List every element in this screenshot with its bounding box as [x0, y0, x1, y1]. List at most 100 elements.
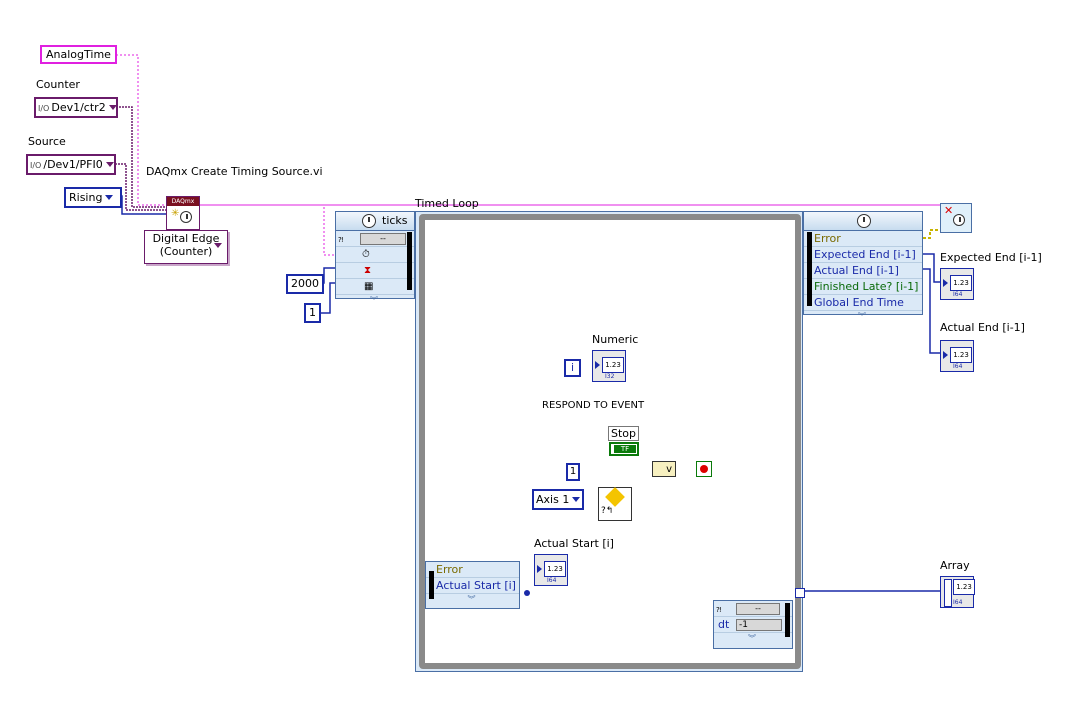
timed-loop-input-node[interactable]: ticks ⁈ -- ⏱ ⧗ ▦ ︾ [335, 211, 415, 305]
io-icon: I/O [38, 104, 50, 113]
clock-icon [857, 214, 871, 228]
edge-value: Rising [69, 191, 103, 204]
right-node-resize[interactable]: ︾ [714, 633, 792, 643]
numeric-glyph: 1.23 [602, 357, 624, 373]
clock-icon [953, 214, 965, 226]
input-node-header: ticks [336, 212, 414, 231]
close-icon: ✕ [944, 204, 954, 217]
loop-condition-terminal[interactable] [696, 461, 712, 477]
terminal-arrow-icon [537, 565, 542, 573]
edge-select[interactable]: Rising [64, 187, 122, 208]
stop-timed-structure-icon[interactable]: ✕ [940, 203, 972, 233]
type-tag: I64 [547, 577, 557, 584]
left-row-error[interactable]: Error [426, 562, 519, 578]
left-node-resize[interactable]: ︾ [426, 594, 519, 604]
spark-icon: ✳ [171, 208, 180, 219]
counter-value: Dev1/ctr2 [51, 101, 106, 114]
error-placeholder: -- [360, 233, 406, 245]
type-tag: I64 [953, 363, 963, 370]
wait-event-vi-icon[interactable]: ?↰ [598, 487, 632, 521]
chevron-down-icon: ︾ [370, 296, 378, 305]
output-row-finished-late[interactable]: Finished Late? [i-1] [804, 279, 922, 295]
output-node-header [804, 212, 922, 231]
axis-number-constant[interactable]: 1 [566, 463, 580, 481]
stop-button-terminal[interactable]: TF [609, 442, 639, 456]
dt-value: -1 [736, 619, 782, 631]
daqmx-create-timing-source-icon[interactable]: DAQmx ✳ [166, 196, 200, 230]
chevron-down-icon: ︾ [858, 312, 866, 321]
output-row-expected-end[interactable]: Expected End [i-1] [804, 247, 922, 263]
analog-time-text: AnalogTime [46, 48, 111, 61]
output-node-resize[interactable]: ︾ [804, 311, 922, 321]
chevron-down-icon[interactable] [105, 161, 114, 167]
timed-loop-left-data-node[interactable]: Error Actual Start [i] ︾ [425, 561, 520, 609]
io-icon: I/O [30, 161, 42, 170]
daqmx-badge: DAQmx [167, 197, 199, 206]
mode-line2: (Counter) [159, 245, 213, 258]
dt-label: dt [718, 618, 730, 631]
chevron-down-icon[interactable] [108, 104, 117, 110]
numeric-label: Numeric [592, 333, 639, 346]
numeric-glyph: 1.23 [950, 275, 972, 291]
expected-end-indicator[interactable]: 1.23 I64 [940, 268, 974, 300]
right-row-dt[interactable]: dt -1 [714, 617, 792, 633]
input-node-resize[interactable]: ︾ [336, 295, 414, 305]
right-node-bar [785, 603, 790, 637]
wire-junction [524, 590, 530, 596]
stop-label: Stop [608, 426, 640, 441]
array-indicator[interactable]: 1.23 I64 [940, 576, 975, 608]
actual-end-label: Actual End [i-1] [940, 321, 1025, 334]
period-input-row[interactable]: ⧗ [336, 263, 414, 279]
right-error-placeholder: -- [736, 603, 780, 615]
timing-mode-select[interactable]: Digital Edge (Counter) [144, 230, 228, 264]
output-row-global-end-time[interactable]: Global End Time [804, 295, 922, 311]
hourglass-icon: ⧗ [364, 265, 372, 276]
chevron-down-icon: ︾ [748, 634, 756, 643]
actual-end-indicator[interactable]: 1.23 I64 [940, 340, 974, 372]
source-value: /Dev1/PFI0 [43, 158, 103, 171]
priority-input-row[interactable]: ▦ [336, 279, 414, 295]
source-select[interactable]: I/O/Dev1/PFI0 [26, 154, 116, 175]
input-node-bar [407, 232, 412, 290]
error-cluster-icon: ⁈ [716, 606, 722, 614]
chevron-down-icon[interactable] [572, 496, 581, 502]
timed-loop-right-data-node[interactable]: ⁈ -- dt -1 ︾ [713, 600, 793, 649]
clock-icon [362, 214, 376, 228]
chevron-down-icon: ︾ [467, 595, 476, 604]
numeric-glyph: 1.23 [544, 561, 566, 577]
type-tag: I64 [953, 291, 963, 298]
axis-value: Axis 1 [536, 493, 570, 506]
terminal-arrow-icon [943, 279, 948, 287]
input-node-title: ticks [382, 214, 408, 227]
chevron-down-icon[interactable] [214, 243, 222, 248]
or-gate[interactable]: v [652, 461, 676, 477]
clock-icon [180, 211, 192, 223]
chevron-down-icon[interactable] [105, 194, 114, 200]
error-input-row[interactable]: ⁈ -- [336, 231, 414, 247]
warning-diamond-icon [605, 487, 625, 507]
priority-constant[interactable]: 1 [304, 303, 321, 323]
type-tag: I32 [605, 373, 615, 380]
respond-to-event-label: RESPOND TO EVENT [542, 400, 645, 411]
left-row-actual-start[interactable]: Actual Start [i] [426, 578, 519, 594]
auto-index-tunnel[interactable] [795, 588, 805, 598]
timed-loop-output-node[interactable]: Error Expected End [i-1] Actual End [i-1… [803, 211, 923, 321]
iteration-terminal[interactable]: i [564, 359, 581, 377]
timing-source-icon: ⏱ [362, 249, 370, 260]
actual-start-indicator[interactable]: 1.23 I64 [534, 554, 568, 586]
right-row-error[interactable]: ⁈ -- [714, 601, 792, 617]
output-row-actual-end[interactable]: Actual End [i-1] [804, 263, 922, 279]
numeric-indicator[interactable]: 1.23 I32 [592, 350, 626, 382]
analog-time-constant[interactable]: AnalogTime [40, 45, 117, 64]
axis-select[interactable]: Axis 1 [532, 489, 584, 510]
type-tag: I64 [953, 599, 963, 606]
period-constant[interactable]: 2000 [286, 274, 324, 294]
numeric-glyph: 1.23 [953, 579, 975, 595]
output-row-error[interactable]: Error [804, 231, 922, 247]
array-label: Array [940, 559, 970, 572]
source-input-row[interactable]: ⏱ [336, 247, 414, 263]
expected-end-label: Expected End [i-1] [940, 251, 1042, 264]
terminal-arrow-icon [943, 351, 948, 359]
daqmx-vi-label: DAQmx Create Timing Source.vi [146, 165, 323, 178]
